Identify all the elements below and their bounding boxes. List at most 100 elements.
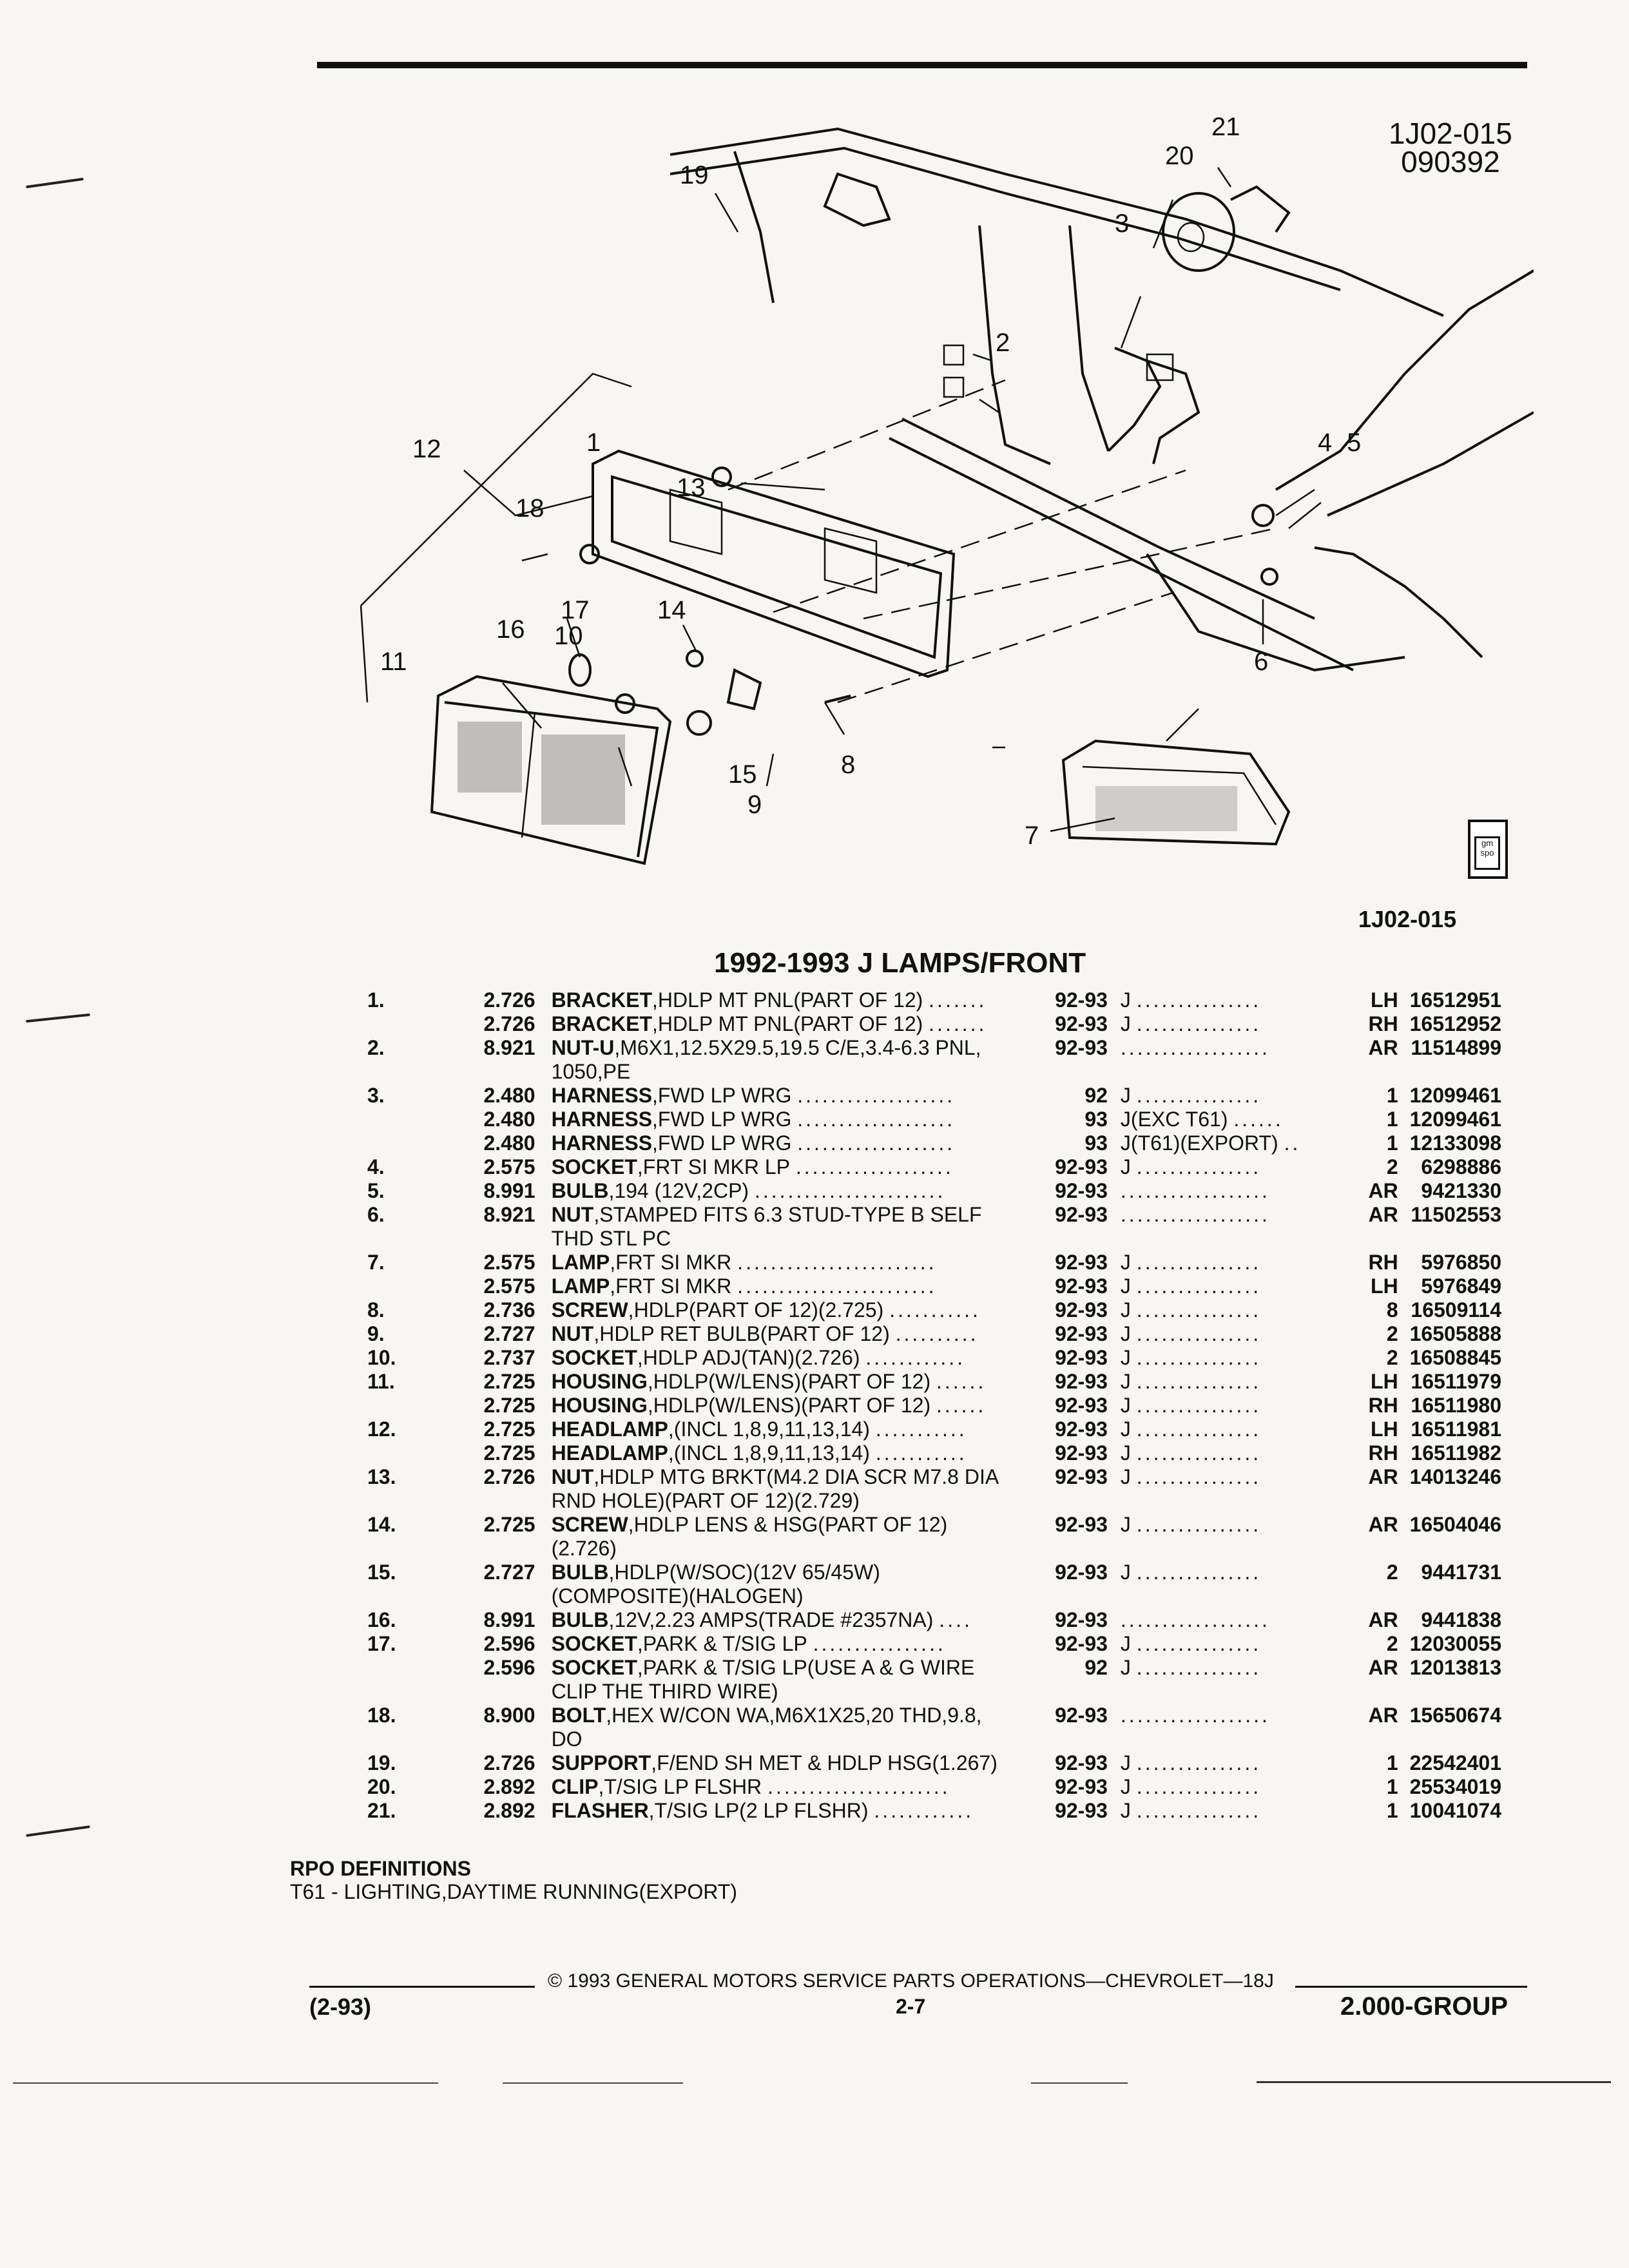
scan-edge-rule <box>503 2082 683 2084</box>
leader-dots: ................... <box>795 1155 954 1178</box>
model-years: 92-93 <box>1055 1394 1108 1417</box>
model: J <box>1120 1298 1131 1321</box>
leader-dots: ............ <box>865 1346 966 1369</box>
part-number: 16511979 <box>1411 1370 1501 1393</box>
part-detail: ,FWD LP WRG <box>652 1084 792 1107</box>
group-number: 2.725 <box>483 1394 535 1417</box>
part-number <box>1398 1227 1501 1251</box>
quantity: RH <box>1368 1394 1398 1417</box>
part-description: RND HOLE)(PART OF 12)(2.729) <box>552 1489 1055 1513</box>
quantity: AR <box>1368 1608 1398 1631</box>
model-code <box>1108 1727 1366 1751</box>
callout-label: 6 <box>1254 648 1268 676</box>
binder-mark <box>26 177 84 189</box>
quantity <box>1366 1727 1398 1751</box>
group-number: 2.596 <box>483 1632 535 1655</box>
part-detail: THD STL PC <box>551 1227 671 1250</box>
part-description: NUT,HDLP RET BULB(PART OF 12) .......... <box>552 1322 1055 1346</box>
quantity <box>1366 1680 1398 1704</box>
callout-label: 20 <box>1165 142 1194 170</box>
quantity: AR <box>1368 1465 1398 1488</box>
part-number: 16508845 <box>1409 1346 1501 1369</box>
part-detail: ,HDLP MT PNL(PART OF 12) <box>652 1012 923 1035</box>
model-years: 92-93 <box>1055 1751 1108 1774</box>
table-row: DO <box>342 1727 1501 1751</box>
part-description: HOUSING,HDLP(W/LENS)(PART OF 12) ...... <box>552 1394 1055 1418</box>
part-description: LAMP,FRT SI MKR ........................ <box>552 1251 1055 1274</box>
section-title: 1992-1993 J LAMPS/FRONT <box>714 947 1086 979</box>
item-number: 10. <box>367 1346 396 1369</box>
part-detail: ,HEX W/CON WA,M6X1X25,20 THD,9.8, <box>606 1704 982 1727</box>
model: J <box>1120 1155 1131 1178</box>
part-number: 22542401 <box>1409 1751 1501 1774</box>
leader-dots: ........................ <box>737 1251 937 1274</box>
leader-dots: ....... <box>929 1012 987 1035</box>
leader-dots: ...................... <box>767 1775 950 1798</box>
part-name: HARNESS <box>551 1108 653 1131</box>
item-number: 2. <box>367 1036 385 1059</box>
part-detail: ,(INCL 1,8,9,11,13,14) <box>668 1441 870 1465</box>
model-code <box>1108 1680 1366 1704</box>
part-detail: DO <box>551 1727 583 1751</box>
quantity: RH <box>1368 1441 1398 1465</box>
footer-rule-left <box>309 1986 535 1988</box>
model-code: J ............... <box>1108 1775 1366 1799</box>
part-number: 16509114 <box>1411 1298 1501 1321</box>
part-description: NUT,HDLP MTG BRKT(M4.2 DIA SCR M7.8 DIA <box>552 1465 1055 1489</box>
part-description: CLIP,T/SIG LP FLSHR ....................… <box>552 1775 1055 1799</box>
item-number: 6. <box>367 1203 385 1226</box>
model-years <box>1055 1227 1108 1251</box>
quantity: AR <box>1368 1203 1398 1226</box>
part-name: LAMP <box>551 1274 610 1298</box>
headlamp-housing-drawing <box>430 675 672 865</box>
quantity: 1 <box>1386 1799 1398 1822</box>
part-detail: ,HDLP(PART OF 12)(2.725) <box>628 1298 884 1321</box>
quantity: 2 <box>1386 1561 1398 1584</box>
hardware-drawing <box>568 344 1278 736</box>
item-number <box>342 1584 464 1608</box>
model-years <box>1055 1537 1108 1561</box>
part-description: BOLT,HEX W/CON WA,M6X1X25,20 THD,9.8, <box>552 1704 1055 1727</box>
item-number: 16. <box>367 1608 396 1631</box>
wiring-harness-drawing <box>1107 347 1200 465</box>
part-name: SCREW <box>551 1298 628 1321</box>
leader-dots: ........... <box>875 1418 967 1441</box>
item-number: 4. <box>367 1155 385 1178</box>
leader-dots: ............... <box>1136 1251 1262 1274</box>
part-description: DO <box>552 1727 1055 1751</box>
leader-dots: ............... <box>1136 1799 1262 1822</box>
leader-dots: ............... <box>1136 1632 1262 1655</box>
model-years: 92-93 <box>1055 1322 1108 1345</box>
rpo-definitions-title: RPO DEFINITIONS <box>290 1857 471 1880</box>
part-detail: RND HOLE)(PART OF 12)(2.729) <box>551 1489 860 1512</box>
part-number: 12030055 <box>1409 1632 1501 1655</box>
model-years: 92-93 <box>1055 1441 1108 1465</box>
group-number: 2.725 <box>483 1370 535 1393</box>
model-years: 92-93 <box>1055 1608 1108 1631</box>
model-years: 92-93 <box>1055 1513 1108 1536</box>
item-number <box>342 1108 464 1131</box>
leader-dots: ........................ <box>737 1274 937 1298</box>
leader-dots: ....................... <box>754 1179 946 1202</box>
part-detail: ,HDLP(W/SOC)(12V 65/45W) <box>608 1561 880 1584</box>
group-number: 2.480 <box>483 1084 535 1107</box>
leader-dots: ............... <box>1136 1274 1262 1298</box>
headlamp-mount-bracket-drawing <box>592 449 956 678</box>
model-years: 92-93 <box>1055 1418 1108 1441</box>
group-number: 2.575 <box>483 1251 535 1274</box>
callout-label: 8 <box>841 751 855 779</box>
model-years: 92-93 <box>1055 1775 1108 1798</box>
model-code: .................. <box>1108 1608 1366 1632</box>
model-years: 92-93 <box>1055 1465 1108 1488</box>
binder-mark <box>26 1825 90 1837</box>
part-detail: ,194 (12V,2CP) <box>608 1179 749 1202</box>
model: J(EXC T61) <box>1120 1108 1228 1131</box>
part-description: BULB,HDLP(W/SOC)(12V 65/45W) <box>552 1561 1055 1584</box>
part-detail: ,12V,2.23 AMPS(TRADE #2357NA) <box>608 1608 934 1631</box>
